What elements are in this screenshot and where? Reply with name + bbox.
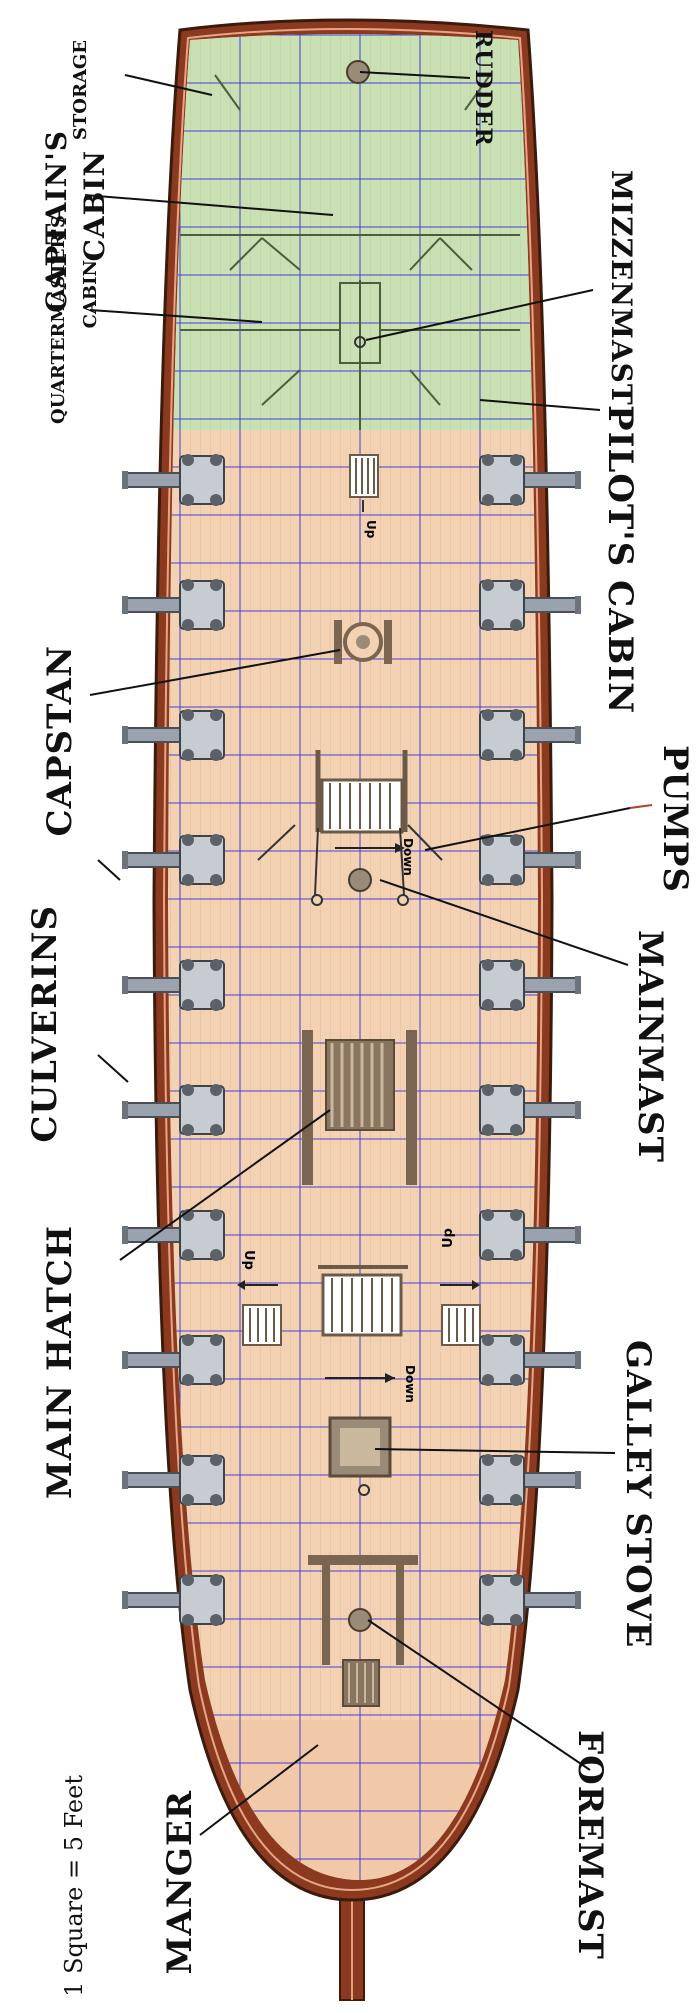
pilots-cabin-label: PILOT'S CABIN	[600, 405, 640, 715]
galley-stove	[328, 1416, 392, 1496]
culverin	[122, 834, 225, 886]
culverin	[122, 709, 225, 761]
quartermasters-cabin-label-1: QUARTERMASTER'S	[48, 215, 69, 424]
capstan-label: CAPSTAN	[40, 645, 80, 837]
mizzenmast-marker	[354, 336, 366, 348]
captains-cabin-label-2: CABIN	[78, 150, 111, 262]
culverin	[479, 959, 581, 1011]
mainmast-label: MAINMAST	[630, 930, 670, 1163]
pumps-label: PUMPS	[655, 745, 695, 893]
foremast-marker	[348, 1608, 372, 1632]
manger-label: MANGER	[160, 1790, 200, 1975]
scale-note: 1 Square = 5 Feet	[60, 1775, 88, 1997]
culverin	[479, 1084, 581, 1136]
fore-up-mark-left: Up	[241, 1250, 256, 1270]
main-hatch-label: MAIN HATCH	[40, 1225, 80, 1499]
culverin	[122, 1574, 225, 1626]
fore-hatch	[342, 1659, 380, 1707]
mizzenmast-label: MIZZENMAST	[605, 170, 638, 406]
aft-up-mark: Up	[364, 520, 378, 539]
culverin	[479, 1574, 581, 1626]
culverins-label: CULVERINS	[25, 905, 65, 1143]
mainmast-marker	[348, 868, 372, 892]
fore-stairs: Up Up Down	[237, 1228, 481, 1403]
storage-label: STORAGE	[70, 40, 91, 141]
foremast-label: FOREMAST	[570, 1730, 610, 1960]
culverin	[479, 454, 581, 506]
culverin	[122, 959, 225, 1011]
capstan	[334, 620, 392, 664]
main-down-mark: Down	[401, 838, 415, 876]
fore-up-mark-right: Up	[441, 1228, 456, 1248]
cabin-walls	[180, 74, 520, 430]
main-hatch	[302, 1030, 417, 1185]
foremast-bitts	[308, 1555, 418, 1665]
culverin	[479, 709, 581, 761]
culverin	[122, 1084, 225, 1136]
quartermasters-cabin-label-2: CABIN	[80, 260, 101, 329]
pumps	[257, 824, 443, 906]
leader-lines	[84, 71, 653, 1836]
culverin	[479, 1209, 581, 1261]
culverin	[122, 454, 225, 506]
culverin	[122, 1454, 225, 1506]
culverin	[122, 579, 225, 631]
culverin	[479, 1454, 581, 1506]
culverin	[479, 1334, 581, 1386]
main-stairs-down: Down	[315, 750, 415, 876]
galley-stove-label: GALLEY STOVE	[618, 1340, 658, 1649]
fore-down-mark: Down	[403, 1365, 417, 1403]
culverin	[122, 1209, 225, 1261]
aft-stairs: Up	[349, 454, 379, 539]
culverin	[122, 1334, 225, 1386]
culverin	[479, 834, 581, 886]
rudder-label: RUDDER	[470, 30, 496, 147]
culverin-battery	[122, 454, 581, 1626]
culverin	[479, 579, 581, 631]
